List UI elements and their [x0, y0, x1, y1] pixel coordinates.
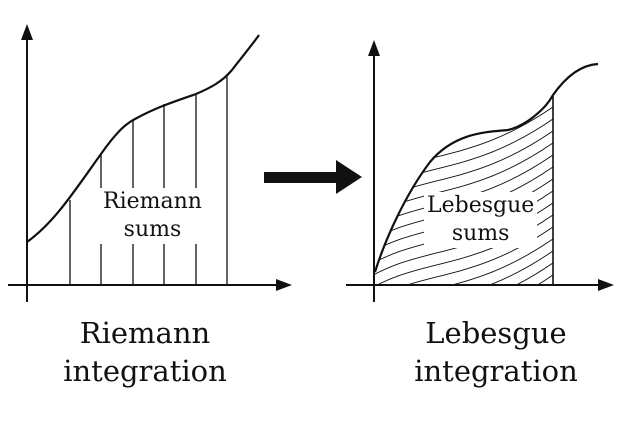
- riemann-graph: [8, 24, 292, 302]
- riemann-strips: [69, 75, 228, 285]
- lebesgue-caption: Lebesgue integration: [376, 314, 616, 390]
- lebesgue-caption-line1: Lebesgue: [425, 316, 567, 350]
- riemann-caption-line1: Riemann: [79, 316, 211, 350]
- riemann-caption-line2: integration: [63, 354, 227, 388]
- riemann-x-axis-arrowhead: [276, 279, 292, 291]
- riemann-caption: Riemann integration: [30, 314, 260, 390]
- lebesgue-caption-line2: integration: [414, 354, 578, 388]
- arrow-shaft: [264, 172, 342, 183]
- lebesgue-sums-label-line2: sums: [451, 221, 510, 246]
- lebesgue-x-axis-arrowhead: [598, 279, 614, 291]
- riemann-sums-label: Riemann sums: [100, 188, 205, 244]
- lebesgue-sums-label: Lebesgue sums: [424, 192, 538, 248]
- riemann-curve: [26, 34, 260, 243]
- riemann-y-axis-arrowhead: [21, 24, 33, 40]
- riemann-sums-label-line2: sums: [123, 217, 182, 242]
- lebesgue-sums-label-line1: Lebesgue: [427, 193, 535, 218]
- right-arrow-icon: [264, 160, 362, 194]
- lebesgue-curve: [373, 62, 599, 273]
- arrow-head: [336, 160, 362, 194]
- riemann-sums-label-line1: Riemann: [103, 189, 202, 214]
- lebesgue-y-axis-arrowhead: [368, 40, 380, 56]
